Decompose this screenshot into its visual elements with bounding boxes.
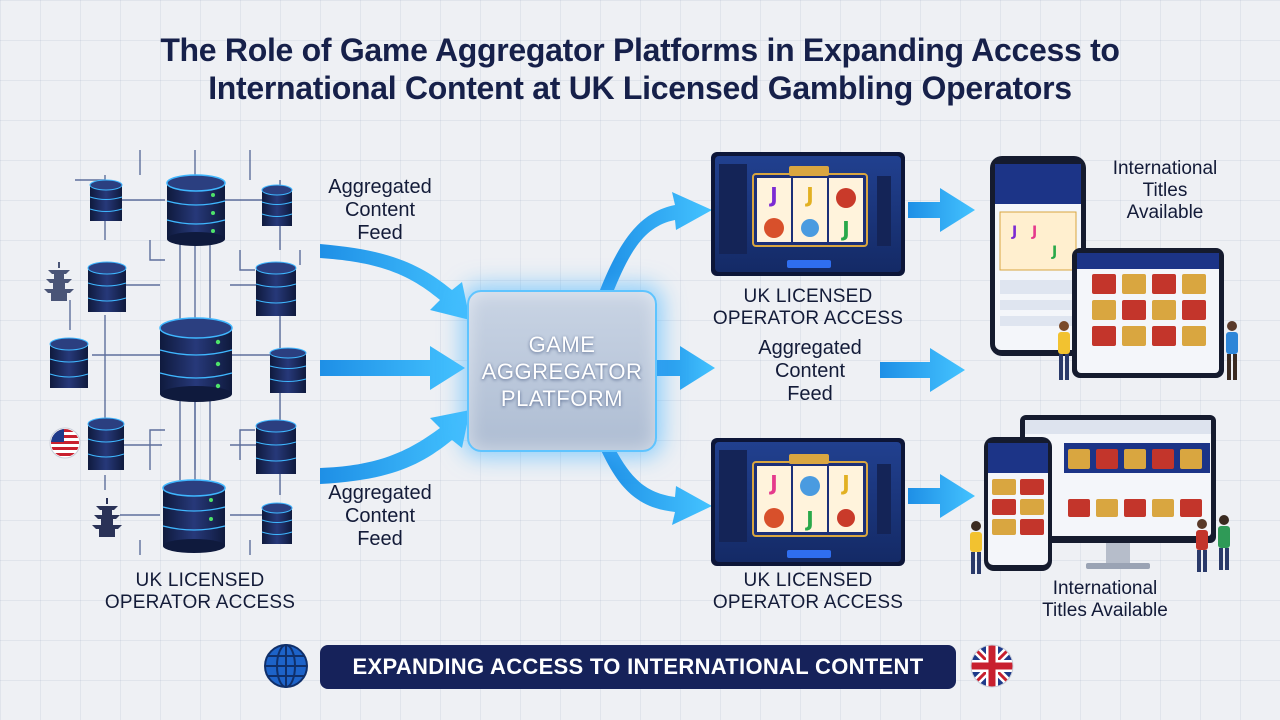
globe-icon xyxy=(264,644,308,688)
svg-text:J: J xyxy=(840,217,849,241)
person-figure xyxy=(1058,321,1070,380)
server-small-2 xyxy=(87,261,127,312)
server-main-top xyxy=(166,174,226,246)
label-line: Content xyxy=(344,505,416,527)
person-figure xyxy=(1218,515,1230,570)
label-line: OPERATOR ACCESS xyxy=(712,592,904,613)
arrow-center-in xyxy=(320,346,465,390)
label-line: Titles Available xyxy=(1042,600,1168,621)
arrow-out-top xyxy=(600,192,712,295)
operator-screen-top: J J J xyxy=(711,152,905,276)
svg-text:J: J xyxy=(768,183,777,207)
label-line: Feed xyxy=(357,222,403,244)
server-small-6 xyxy=(255,261,297,316)
banner-text: EXPANDING ACCESS TO INTERNATIONAL CONTEN… xyxy=(352,654,924,679)
label-line: Feed xyxy=(357,528,403,550)
server-small-5 xyxy=(261,184,293,226)
title-line-1: The Role of Game Aggregator Platforms in… xyxy=(160,32,1120,68)
svg-text:J: J xyxy=(804,183,813,207)
arrow-bottom-in xyxy=(320,410,470,484)
label-line: OPERATOR ACCESS xyxy=(104,592,296,613)
svg-text:J: J xyxy=(804,507,813,531)
server-small-7 xyxy=(269,347,307,393)
label-line: Aggregated xyxy=(758,337,862,359)
label-feed-top: Aggregated Content Feed xyxy=(300,176,460,245)
label-line: Content xyxy=(344,199,416,221)
hub-line: PLATFORM xyxy=(500,385,624,411)
label-line: UK LICENSED xyxy=(743,570,873,591)
label-line: Available xyxy=(1126,202,1204,223)
svg-text:J: J xyxy=(1011,224,1017,240)
svg-text:J: J xyxy=(768,471,777,495)
hub-line: AGGREGATOR xyxy=(481,358,643,384)
server-small-3 xyxy=(49,337,89,388)
label-operator-left: UK LICENSED OPERATOR ACCESS xyxy=(80,570,320,614)
arrow-out-middle xyxy=(652,346,715,390)
server-small-4 xyxy=(87,417,125,470)
title-line-2: International Content at UK Licensed Gam… xyxy=(208,70,1072,106)
arrow-right-bottom xyxy=(908,474,975,518)
pagoda-icon xyxy=(44,262,74,301)
svg-text:J: J xyxy=(1031,224,1037,240)
server-main-bottom xyxy=(162,479,226,553)
label-titles-bottom: International Titles Available xyxy=(1020,578,1190,622)
phone-device-top: J J J xyxy=(990,156,1086,356)
aggregator-platform-hub: GAME AGGREGATOR PLATFORM xyxy=(467,290,657,452)
label-line: Titles xyxy=(1142,180,1188,201)
uk-flag-icon xyxy=(970,644,1014,688)
svg-text:J: J xyxy=(1051,244,1057,260)
person-figure xyxy=(970,521,982,574)
label-operator-bottom: UK LICENSED OPERATOR ACCESS xyxy=(688,570,928,614)
desktop-monitor xyxy=(1020,415,1216,569)
label-line: OPERATOR ACCESS xyxy=(712,308,904,329)
arrow-right-top xyxy=(908,188,975,232)
server-main-center xyxy=(159,317,233,402)
feed-arrows-out xyxy=(600,188,975,525)
bottom-banner: EXPANDING ACCESS TO INTERNATIONAL CONTEN… xyxy=(320,645,956,689)
arrow-top-in xyxy=(320,244,470,320)
label-line: International xyxy=(1112,158,1218,179)
svg-text:J: J xyxy=(840,471,849,495)
tablet-device-top xyxy=(1072,248,1224,378)
operator-screen-bottom: J J J xyxy=(711,438,905,566)
label-line: UK LICENSED xyxy=(135,570,265,591)
label-line: Content xyxy=(774,360,846,382)
hub-line: GAME xyxy=(528,331,596,357)
phone-device-bottom xyxy=(984,437,1052,571)
label-feed-middle: Aggregated Content Feed xyxy=(730,337,890,406)
label-titles-top: International Titles Available xyxy=(1090,158,1240,224)
label-line: Aggregated xyxy=(328,482,432,504)
feed-arrows-in xyxy=(320,244,470,484)
pagoda-icon xyxy=(92,498,122,537)
server-small-8 xyxy=(255,419,297,474)
usa-flag-icon xyxy=(49,427,81,459)
person-figure xyxy=(1196,519,1208,572)
arrow-right-middle xyxy=(880,348,965,392)
server-small-9 xyxy=(261,502,293,544)
server-stacks xyxy=(49,174,307,553)
label-line: International xyxy=(1052,578,1158,599)
label-line: Feed xyxy=(787,383,833,405)
person-figure xyxy=(1226,321,1238,380)
label-line: Aggregated xyxy=(328,176,432,198)
label-feed-bottom: Aggregated Content Feed xyxy=(300,482,460,551)
label-line: UK LICENSED xyxy=(743,286,873,307)
server-small-1 xyxy=(89,179,123,221)
arrow-out-bottom xyxy=(600,443,712,525)
label-operator-top: UK LICENSED OPERATOR ACCESS xyxy=(688,286,928,330)
